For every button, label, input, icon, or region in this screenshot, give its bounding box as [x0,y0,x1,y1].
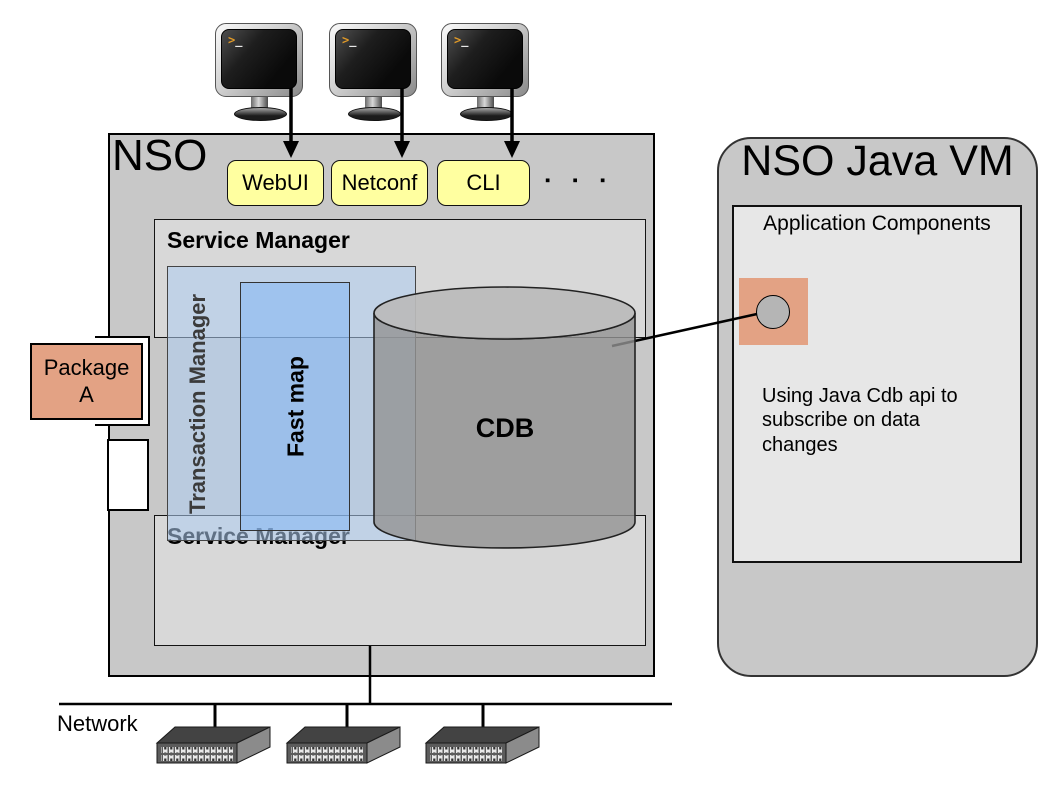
monitor-stand-neck [251,97,268,108]
cdb-label: CDB [475,413,535,443]
interface-box-cli: CLI [437,160,530,206]
application-components-label: Application Components [763,212,991,235]
application-components-box [732,205,1022,563]
terminal-prompt-cursor: _ [349,33,357,47]
nso-title: NSO [112,131,208,180]
monitor-stand-neck [477,97,494,108]
interface-box-webui: WebUI [227,160,324,206]
package-a-label-line2: A [79,381,94,407]
package-socket-slot [107,439,149,511]
network-label: Network [57,711,138,736]
more-interfaces-ellipsis: ▪ ▪ ▪ [545,172,615,189]
terminal-icon-2: >_ [329,23,417,121]
cdb-subscriber-port-icon [756,295,790,329]
java-cdb-api-note: Using Java Cdb api to subscribe on data … [762,385,958,456]
terminal-prompt-arrow: > [228,33,236,47]
terminal-icon-3: >_ [441,23,529,121]
nso-java-vm-title: NSO Java VM [741,137,1014,185]
monitor-screen: >_ [335,29,411,89]
network-switch-3 [425,726,540,764]
package-a-box: Package A [30,343,143,420]
terminal-icon-1: >_ [215,23,303,121]
terminal-prompt-cursor: _ [235,33,243,47]
terminal-prompt-cursor: _ [461,33,469,47]
package-a-label-line1: Package [43,354,130,380]
network-switch-1 [156,726,271,764]
fast-map-box [240,282,350,531]
monitor-screen: >_ [447,29,523,89]
interface-box-netconf: Netconf [331,160,428,206]
monitor-stand-neck [365,97,382,108]
terminal-prompt-arrow: > [342,33,350,47]
network-switch-2 [286,726,401,764]
monitor-stand-base [348,107,401,121]
transaction-manager-label: Transaction Manager [185,293,210,515]
service-manager-top-label: Service Manager [167,227,350,253]
terminal-prompt-arrow: > [454,33,462,47]
monitor-stand-base [234,107,287,121]
monitor-screen: >_ [221,29,297,89]
fast-map-label: Fast map [282,356,309,457]
monitor-stand-base [460,107,513,121]
